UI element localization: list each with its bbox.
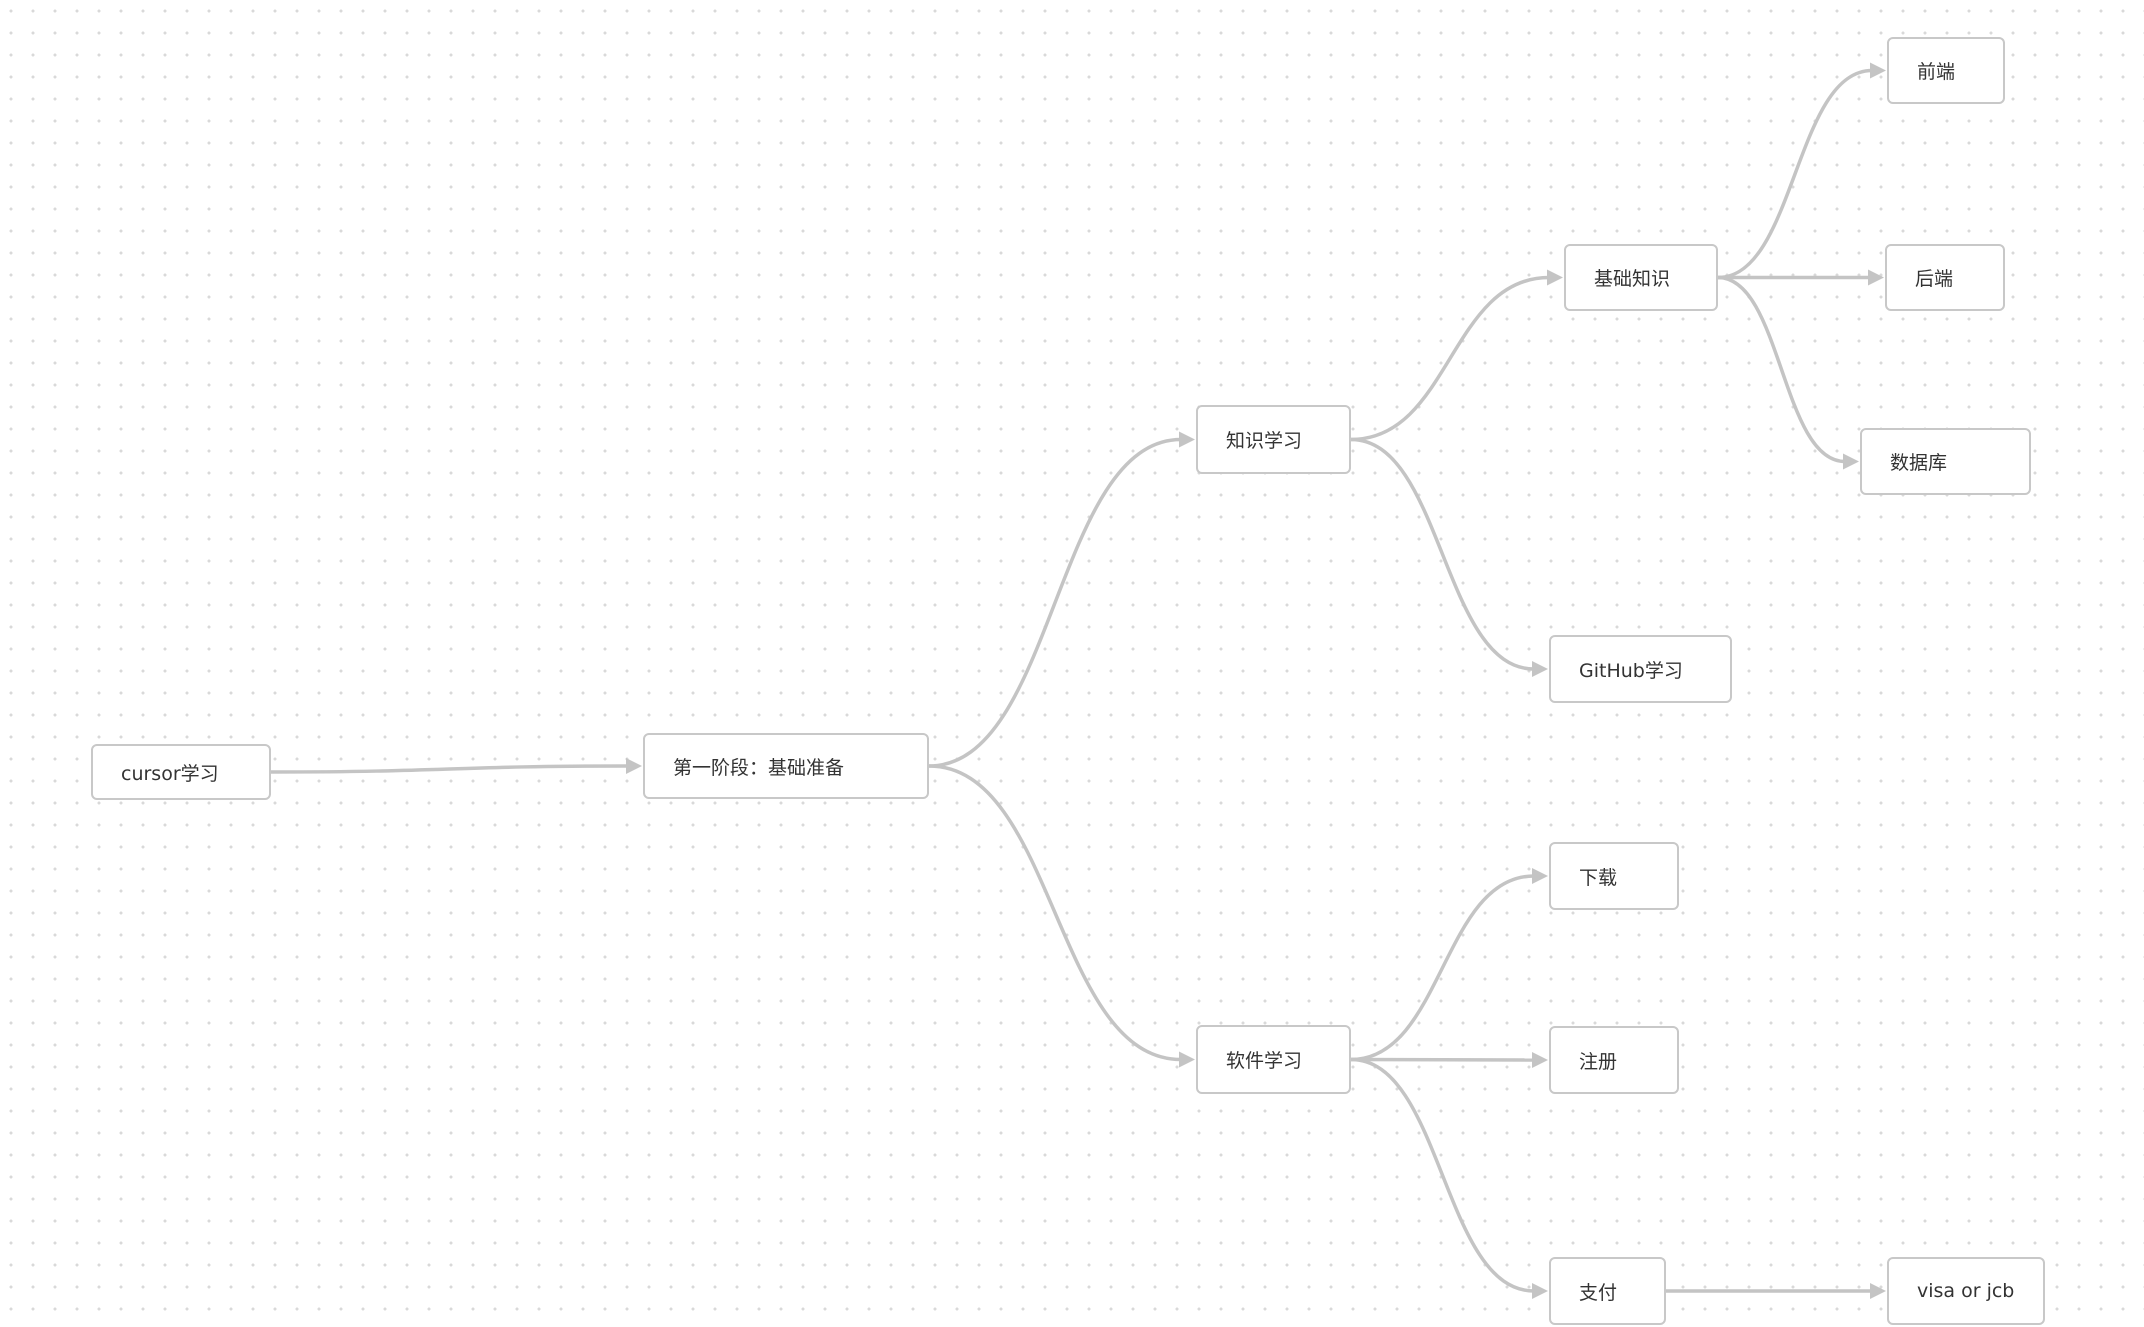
edge-knowledge-github: [1350, 437, 1535, 671]
edge-basics-frontend: [1717, 68, 1873, 280]
edge-software-register: [1350, 1057, 1535, 1062]
node-github-label: GitHub学习: [1579, 659, 1683, 682]
node-frontend[interactable]: 前端: [1887, 37, 2005, 104]
node-download-label: 下载: [1579, 866, 1618, 889]
node-visa[interactable]: visa or jcb: [1887, 1257, 2045, 1325]
edge-software-payment: [1350, 1057, 1535, 1293]
node-root[interactable]: cursor学习: [91, 744, 271, 800]
node-frontend-label: 前端: [1917, 61, 1956, 83]
node-software-label: 软件学习: [1226, 1050, 1303, 1072]
arrowhead-basics-backend: [1868, 269, 1884, 286]
node-stage1-label: 第一阶段：基础准备: [673, 756, 845, 779]
arrowhead-knowledge-github: [1532, 661, 1548, 677]
node-payment[interactable]: 支付: [1549, 1257, 1666, 1325]
node-backend[interactable]: 后端: [1885, 244, 2005, 311]
node-database[interactable]: 数据库: [1860, 428, 2031, 495]
node-knowledge-label: 知识学习: [1226, 430, 1303, 452]
node-visa-label: visa or jcb: [1917, 1280, 2015, 1302]
node-register[interactable]: 注册: [1549, 1026, 1679, 1094]
node-knowledge[interactable]: 知识学习: [1196, 405, 1351, 474]
arrowhead-stage1-software: [1179, 1051, 1195, 1068]
arrowhead-software-register: [1532, 1052, 1548, 1068]
node-stage1[interactable]: 第一阶段：基础准备: [643, 733, 929, 799]
arrowhead-root-stage1: [626, 758, 642, 774]
edge-root-stage1: [270, 764, 629, 774]
edge-knowledge-basics: [1350, 275, 1550, 442]
node-github[interactable]: GitHub学习: [1549, 635, 1732, 703]
edge-stage1-software: [928, 764, 1182, 1062]
arrowhead-basics-database: [1843, 453, 1859, 470]
node-database-label: 数据库: [1890, 452, 1948, 474]
node-software[interactable]: 软件学习: [1196, 1025, 1351, 1094]
node-download[interactable]: 下载: [1549, 842, 1679, 910]
arrowhead-stage1-knowledge: [1179, 431, 1195, 448]
arrowhead-software-payment: [1532, 1283, 1548, 1299]
node-root-label: cursor学习: [121, 762, 219, 785]
arrowhead-payment-visa: [1870, 1283, 1886, 1299]
node-backend-label: 后端: [1915, 268, 1954, 290]
edge-stage1-knowledge: [928, 437, 1182, 768]
edge-software-download: [1350, 874, 1535, 1062]
node-basics[interactable]: 基础知识: [1564, 244, 1718, 311]
node-basics-label: 基础知识: [1594, 268, 1671, 290]
edge-basics-database: [1717, 275, 1846, 464]
node-register-label: 注册: [1579, 1050, 1618, 1073]
arrowhead-basics-frontend: [1870, 62, 1886, 79]
arrowhead-software-download: [1532, 868, 1548, 884]
arrowhead-knowledge-basics: [1547, 269, 1563, 286]
node-payment-label: 支付: [1579, 1281, 1618, 1304]
